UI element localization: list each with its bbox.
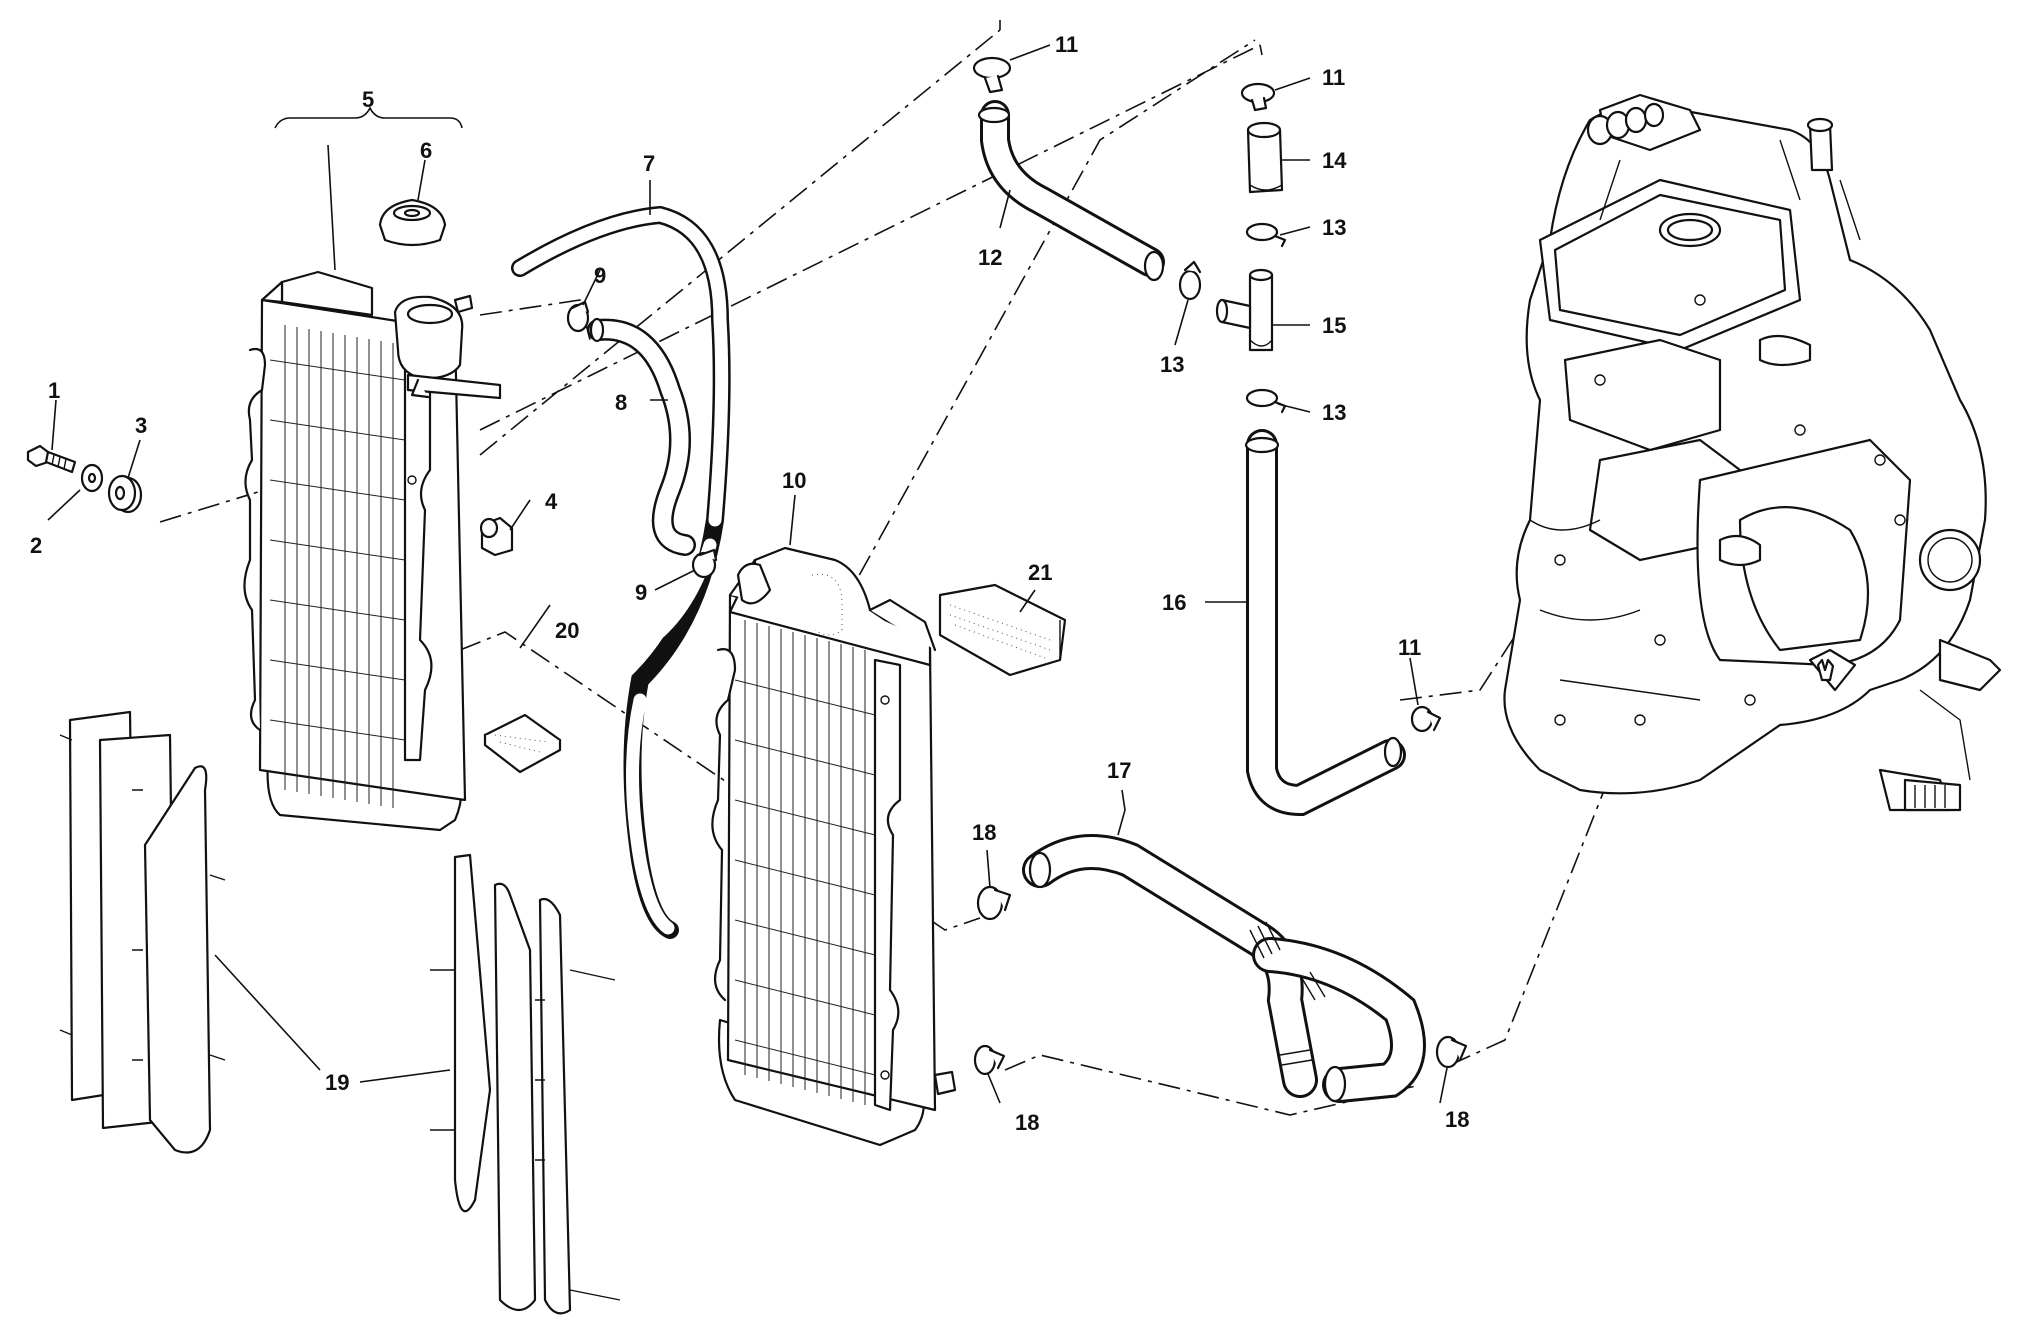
callout-8: 8	[615, 390, 627, 415]
callout-15: 15	[1322, 313, 1346, 338]
radiator-left	[243, 270, 502, 832]
spacer	[479, 516, 514, 557]
lower-hose-16	[1244, 429, 1406, 817]
callout-11a: 11	[1055, 32, 1078, 57]
callout-6: 6	[420, 138, 432, 163]
foam-pad-20	[483, 713, 562, 774]
y-hose-17	[1022, 834, 1426, 1103]
hose-clamp-11-lower	[1410, 705, 1442, 733]
callout-3: 3	[135, 413, 147, 438]
grommet	[107, 474, 143, 514]
callout-11b: 11	[1322, 65, 1345, 90]
callout-18b: 18	[1015, 1110, 1039, 1135]
radiator-shroud-left	[59, 710, 226, 1154]
hose-clamp-18-lower-left	[973, 1044, 1006, 1076]
callout-10: 10	[782, 468, 806, 493]
callout-21: 21	[1028, 560, 1052, 585]
hose-clamp-18-lower-right	[1435, 1035, 1468, 1069]
leader-lines	[47, 44, 1448, 1104]
breather-hose	[587, 317, 696, 556]
hose-clamp-9-upper	[566, 300, 590, 333]
callout-9a: 9	[594, 263, 606, 288]
callout-5: 5	[362, 87, 374, 112]
overflow-hose	[511, 205, 731, 939]
t-piece-15	[1215, 268, 1274, 352]
radiator-cap	[378, 198, 447, 247]
callout-13b: 13	[1160, 352, 1184, 377]
callout-12: 12	[978, 245, 1002, 270]
washer	[80, 463, 104, 493]
callout-19: 19	[325, 1070, 349, 1095]
hose-clamp-13-side	[1178, 260, 1202, 301]
callout-16: 16	[1162, 590, 1186, 615]
callout-18c: 18	[1445, 1107, 1469, 1132]
hose-clamp-13-upper	[1245, 222, 1287, 248]
radiator-right	[711, 546, 957, 1147]
callout-7: 7	[643, 151, 655, 176]
callout-2: 2	[30, 533, 42, 558]
callout-labels: 1 2 3 4 5 6 7 8 9 9 10 11 11 11 12 13 13…	[30, 32, 1469, 1135]
foam-pad-21	[938, 583, 1067, 677]
callout-9b: 9	[635, 580, 647, 605]
callout-13c: 13	[1322, 400, 1346, 425]
hose-clamp-11-top-left	[972, 56, 1012, 94]
callout-18a: 18	[972, 820, 996, 845]
bolt	[26, 444, 77, 474]
callout-14: 14	[1322, 148, 1347, 173]
hose-clamp-11-top-right	[1240, 82, 1276, 112]
radiator-left-core-fins	[269, 325, 406, 808]
short-hose-14	[1246, 121, 1284, 194]
hose-clamp-13-lower	[1245, 388, 1287, 414]
callout-17: 17	[1107, 758, 1131, 783]
callout-11c: 11	[1398, 635, 1421, 660]
hose-clamp-18-upper	[976, 885, 1012, 921]
upper-hose-12	[977, 100, 1165, 282]
radiator-right-core-fins	[734, 620, 876, 1105]
hose-clamp-9-lower	[691, 548, 718, 579]
callout-20: 20	[555, 618, 579, 643]
callout-1: 1	[48, 378, 60, 403]
radiator-shroud-right	[430, 853, 621, 1315]
callout-4: 4	[545, 489, 558, 514]
engine-block	[1503, 93, 2002, 812]
callout-13a: 13	[1322, 215, 1346, 240]
